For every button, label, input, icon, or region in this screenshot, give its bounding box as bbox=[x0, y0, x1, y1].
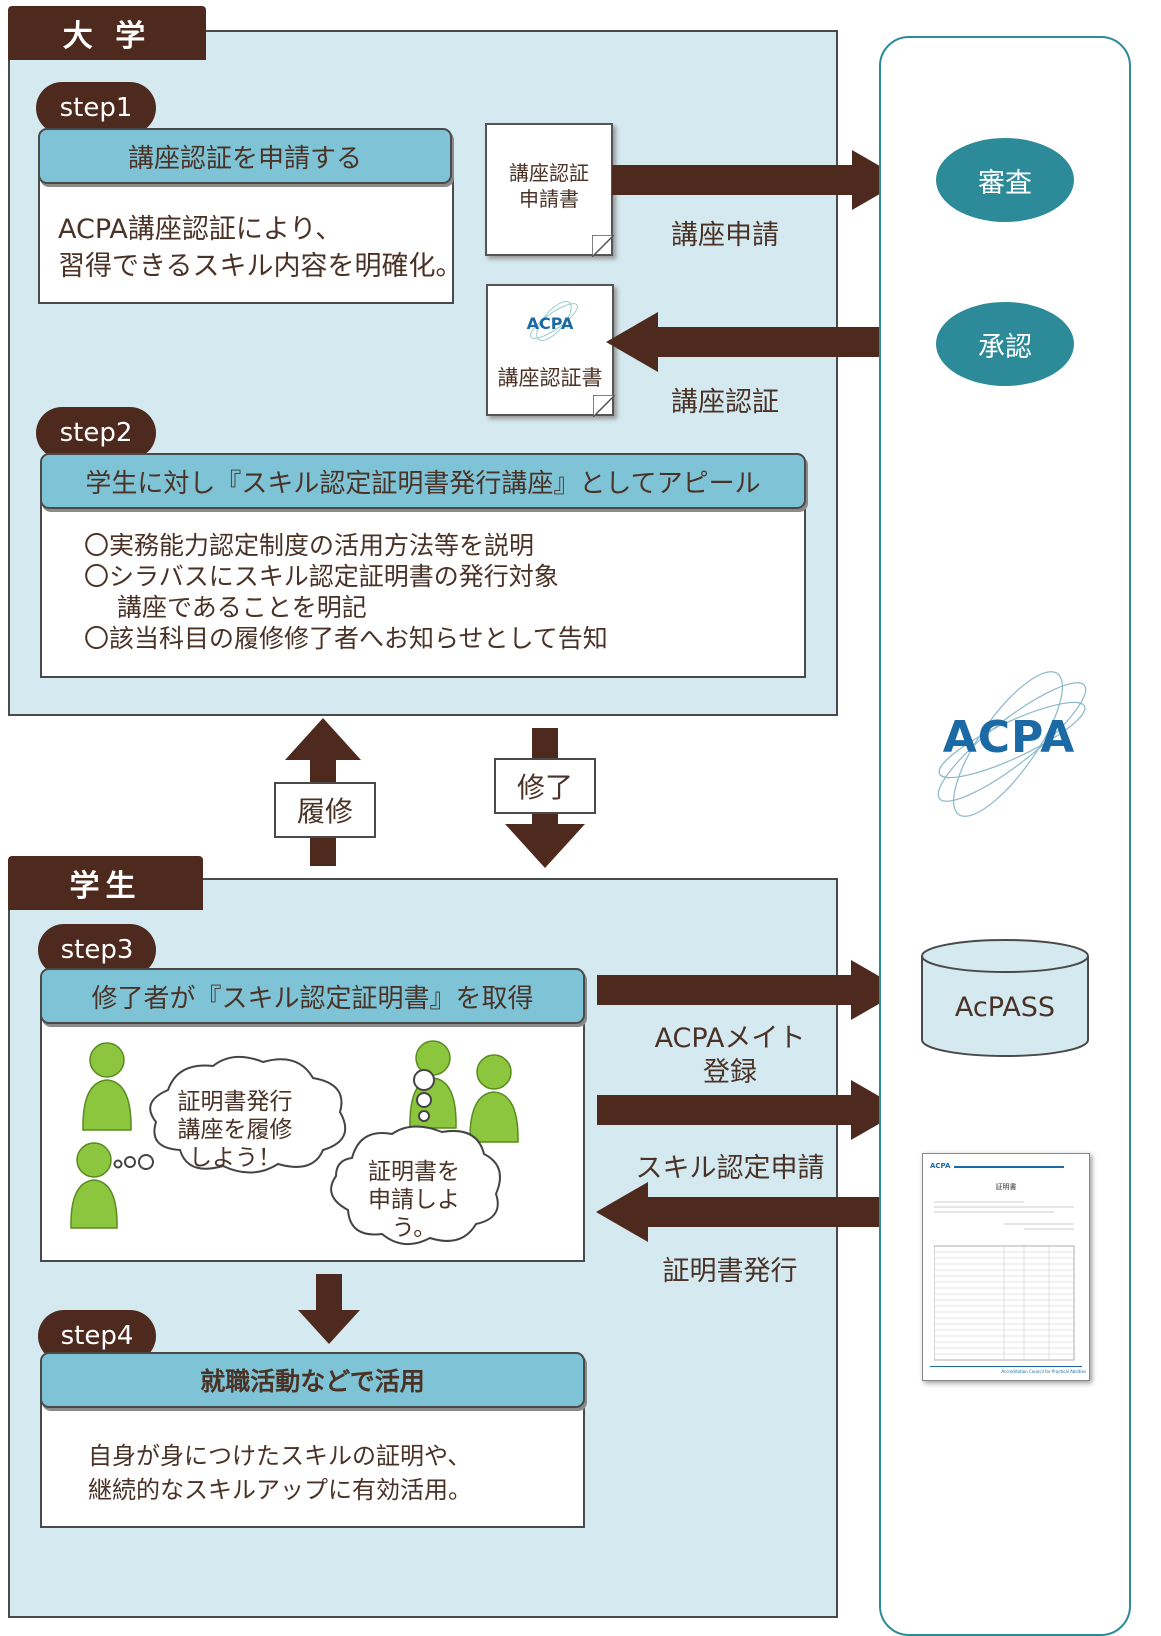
doc-fold-icon bbox=[593, 395, 615, 417]
certificate-doc-label: 講座認証書 bbox=[497, 366, 603, 390]
certificate-thumbnail bbox=[922, 1153, 1090, 1381]
complete-label: 修了 bbox=[494, 758, 596, 814]
arrow-issue-label: 証明書発行 bbox=[662, 1256, 798, 1287]
arrow-apply-label: 講座申請 bbox=[671, 220, 779, 251]
application-doc-line1: 講座認証 bbox=[509, 161, 589, 185]
person-icon bbox=[82, 1042, 132, 1131]
arrow-certify bbox=[606, 312, 898, 372]
bubble2-line3: う。 bbox=[391, 1215, 437, 1241]
step1-title: 講座認証を申請する bbox=[38, 128, 452, 184]
arrow-register-label-1: ACPAメイト bbox=[654, 1023, 806, 1054]
application-document bbox=[485, 123, 613, 256]
enroll-label: 履修 bbox=[274, 782, 376, 838]
step2-badge: step2 bbox=[36, 407, 156, 459]
thought-bubble-2 bbox=[330, 1069, 501, 1245]
cert-thumb-header-line bbox=[954, 1166, 1064, 1168]
approve-oval: 承認 bbox=[936, 302, 1074, 386]
thought-bubble-1 bbox=[113, 1055, 347, 1174]
arrow-skill-apply bbox=[597, 1080, 903, 1140]
person-icon bbox=[70, 1142, 118, 1229]
step4-title: 就職活動などで活用 bbox=[40, 1352, 585, 1408]
arrow-register-label-2: 登録 bbox=[703, 1057, 757, 1088]
bubble1-line2: 講座を履修 bbox=[177, 1117, 293, 1143]
university-tab: 大 学 bbox=[8, 6, 206, 60]
step1-body-line2: 習得できるスキル内容を明確化。 bbox=[58, 251, 463, 282]
step2-bullet-1: 〇実務能力認定制度の活用方法等を説明 bbox=[84, 531, 535, 560]
database-icon bbox=[921, 939, 1089, 1057]
arrow-apply bbox=[612, 150, 904, 210]
step4-badge: step4 bbox=[38, 1310, 156, 1362]
acpass-label: AcPASS bbox=[954, 992, 1056, 1023]
cert-thumb-table bbox=[934, 1201, 1075, 1361]
cert-thumb-title: 証明書 bbox=[995, 1183, 1017, 1191]
cert-thumb-footer-line bbox=[930, 1366, 1082, 1367]
step2-bullet-2: 〇シラバスにスキル認定証明書の発行対象 bbox=[84, 562, 559, 591]
bubble2-line1: 証明書を bbox=[368, 1159, 460, 1185]
step2-bullet-3: 講座であることを明記 bbox=[84, 593, 367, 622]
cert-thumb-logo: ACPA bbox=[930, 1162, 951, 1170]
step3-badge: step3 bbox=[38, 924, 156, 976]
bubble1-line1: 証明書発行 bbox=[177, 1089, 293, 1115]
certificate-doc-logo: ACPA bbox=[526, 314, 574, 333]
step1-badge: step1 bbox=[36, 82, 156, 134]
acpa-logo-swirl-icon bbox=[937, 671, 1087, 817]
bubble1-line3: しよう！ bbox=[189, 1145, 281, 1171]
step2-title: 学生に対し『スキル認定証明書発行講座』としてアピール bbox=[40, 453, 806, 509]
step4-body-line1: 自身が身につけたスキルの証明や、 bbox=[88, 1442, 472, 1470]
person-icon bbox=[469, 1054, 519, 1143]
step2-bullet-4: 〇該当科目の履修修了者へお知らせとして告知 bbox=[84, 624, 608, 653]
acpa-swirl-icon bbox=[530, 301, 578, 341]
arrow-issue bbox=[596, 1182, 902, 1242]
step1-body-line1: ACPA講座認証により、 bbox=[58, 214, 343, 245]
doc-fold-icon bbox=[592, 235, 614, 257]
step4-body-line2: 継続的なスキルアップに有効活用。 bbox=[88, 1476, 472, 1504]
arrow-step3-to-step4 bbox=[298, 1274, 360, 1344]
application-doc-line2: 申請書 bbox=[519, 187, 579, 211]
step3-title: 修了者が『スキル認定証明書』を取得 bbox=[40, 968, 585, 1024]
student-tab: 学生 bbox=[8, 856, 203, 910]
bubble2-line2: 申請しよ bbox=[368, 1187, 460, 1213]
acpa-logo: ACPA bbox=[942, 712, 1076, 763]
review-oval: 審査 bbox=[936, 138, 1074, 222]
certificate-document bbox=[486, 284, 614, 416]
arrow-register bbox=[597, 960, 903, 1020]
cert-thumb-footer: Accreditation Council for Practical Abil… bbox=[1001, 1369, 1086, 1374]
arrow-skill-apply-label: スキル認定申請 bbox=[635, 1153, 825, 1184]
acpa-panel bbox=[879, 36, 1131, 1636]
arrow-certify-label: 講座認証 bbox=[671, 387, 779, 418]
